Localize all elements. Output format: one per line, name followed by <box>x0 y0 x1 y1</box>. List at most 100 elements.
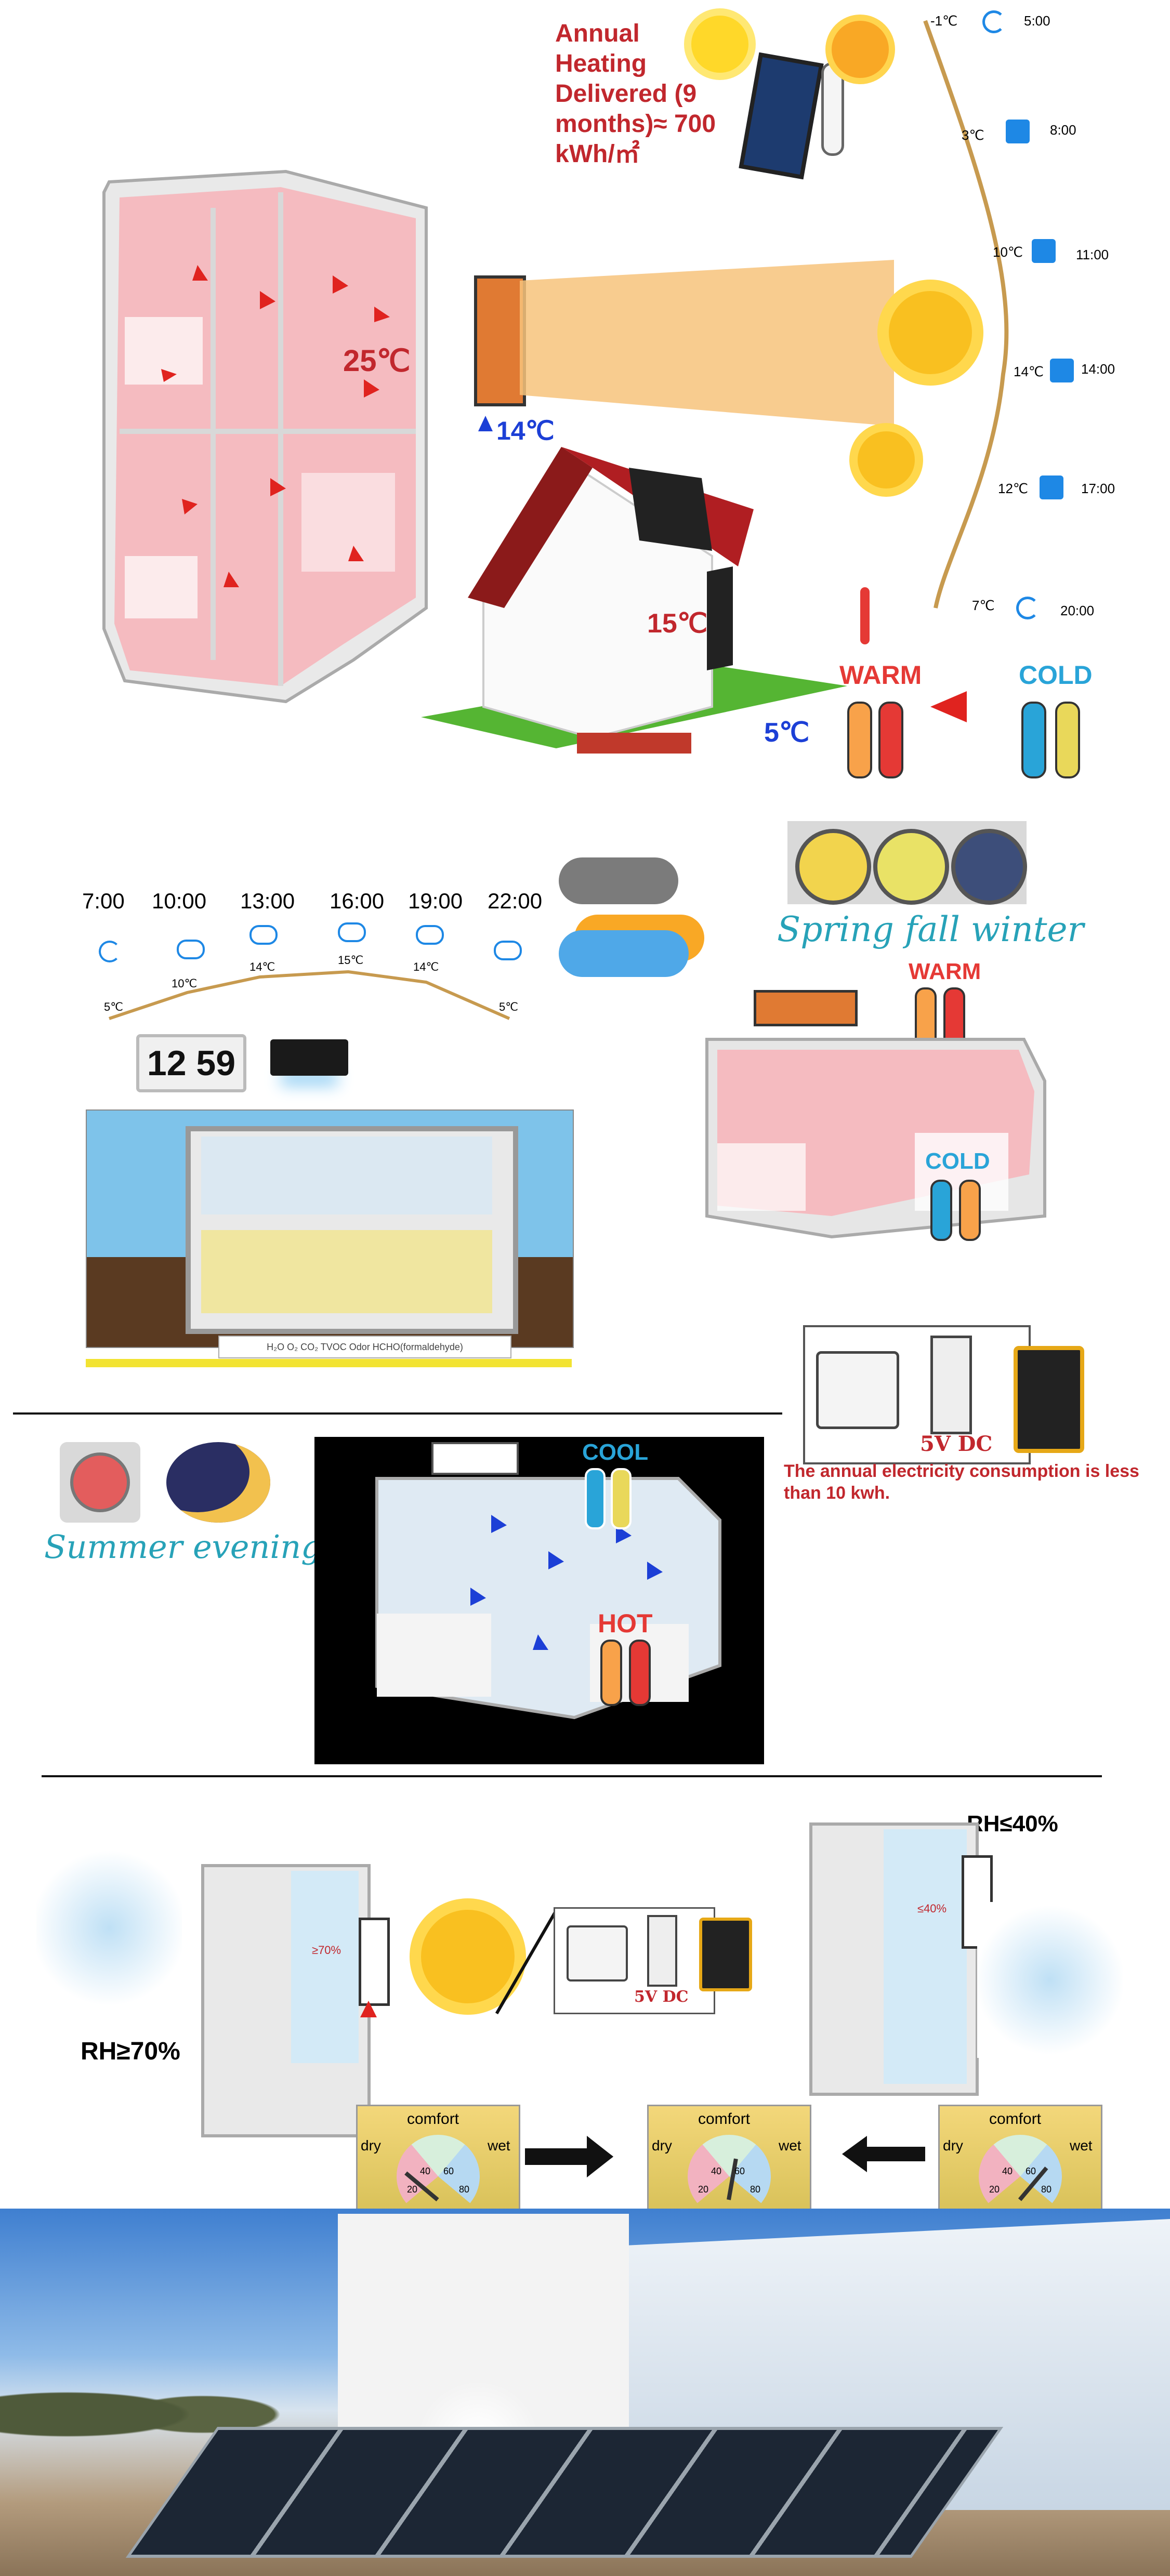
thermometer-icon <box>821 62 844 156</box>
gauge-comfort-label: comfort <box>698 2110 751 2128</box>
humid-sensor-readout: ≥70% <box>312 1944 341 1957</box>
gauge-dry-label: dry <box>652 2137 672 2154</box>
temperature-timeline-curve <box>923 20 1009 609</box>
cloud-sun-icon <box>249 925 278 945</box>
timeline-time-0: 5:00 <box>1024 13 1050 29</box>
humidity-gauge-center: comfort dry wet 20 40 60 80 <box>647 2105 811 2218</box>
dry-sensor-readout: ≤40% <box>917 1902 947 1915</box>
humidity-section: RH≥70% ≥70% 5V DC RH≤40% ≤40% comfort dr… <box>0 1782 1170 2218</box>
sun-icon <box>1032 239 1056 263</box>
timeline-temp-3: 14℃ <box>1014 364 1044 379</box>
gauge-dry-label: dry <box>943 2137 963 2154</box>
humidity-5v-label: 5V DC <box>634 1988 689 2006</box>
gauge-dial <box>979 2135 1062 2218</box>
gauge-tick-80: 80 <box>459 2184 470 2195</box>
sun-cloud-icon <box>559 930 689 977</box>
timeline-time-4: 17:00 <box>1081 481 1115 496</box>
gauge-wet-label: wet <box>1070 2137 1093 2154</box>
timeline-temp-4: 12℃ <box>998 481 1029 496</box>
spring-time-1: 10:00 <box>152 889 207 913</box>
spring-collector-unit <box>754 990 858 1026</box>
cold-label: COLD <box>1019 660 1093 690</box>
gauge-comfort-label: comfort <box>989 2110 1042 2128</box>
gauge-tick-40: 40 <box>1002 2166 1013 2176</box>
humidity-plug-icon <box>567 1925 628 1981</box>
humid-floor-plan <box>201 1864 371 2137</box>
moon-icon <box>99 941 121 962</box>
spring-temp-3: 15℃ <box>338 954 364 967</box>
summer-evening-title: Summer evening <box>44 1528 322 1566</box>
gauge-wet-label: wet <box>779 2137 801 2154</box>
summer-cool-floor-plan <box>375 1477 721 1720</box>
sun-beam <box>520 260 894 426</box>
moon-icon <box>1016 597 1039 619</box>
sun-icon <box>1006 120 1030 143</box>
cloud-sun-icon <box>338 922 366 942</box>
spring-temp-2: 14℃ <box>249 960 275 973</box>
timeline-temp-2: 10℃ <box>993 244 1023 260</box>
summer-section: Summer evening COOL HOT <box>0 1429 1170 1767</box>
annual-heating-title: Annual Heating Delivered (9 months)≈ 700… <box>555 20 716 168</box>
gauge-wet-label: wet <box>488 2137 510 2154</box>
spring-warm-label: WARM <box>909 959 981 984</box>
gauge-tick-60: 60 <box>1026 2166 1036 2176</box>
night-moon-icon <box>166 1442 270 1523</box>
spring-time-4: 19:00 <box>408 889 463 913</box>
timeline-temp-0: -1℃ <box>930 13 958 29</box>
timeline-time-3: 14:00 <box>1081 361 1115 377</box>
spring-cold-thermometer-icon-2 <box>959 1180 981 1241</box>
battery-icon <box>1014 1346 1084 1453</box>
hot-thermometer-icon-2 <box>629 1640 651 1706</box>
warm-thermometer-icon <box>847 702 872 778</box>
moon-icon <box>982 10 1005 33</box>
sun-icon <box>1040 475 1063 499</box>
ventilator-unit-icon <box>270 1039 348 1076</box>
humidity-gauge-right: comfort dry wet 20 40 60 80 <box>938 2105 1102 2218</box>
cool-label: COOL <box>582 1439 649 1465</box>
gauge-tick-20: 20 <box>407 2184 418 2195</box>
section-divider-2 <box>42 1775 1102 1777</box>
spring-temp-1: 10℃ <box>172 977 198 990</box>
cloud-sun-icon <box>416 925 444 945</box>
gauge-dry-label: dry <box>361 2137 381 2154</box>
summer-cool-icon <box>60 1442 140 1523</box>
summer-floor-plan-panel: COOL HOT <box>314 1437 764 1764</box>
fall-season-icon <box>873 829 949 905</box>
wall-solar-collector <box>474 275 526 406</box>
heated-floor-plan <box>102 169 428 704</box>
humidity-gauge-left: comfort dry wet 20 40 60 80 <box>356 2105 520 2218</box>
cold-thermometer-icon-2 <box>1055 702 1080 778</box>
humid-up-arrow-icon <box>360 2001 377 2017</box>
timeline-temp-5: 7℃ <box>972 598 995 613</box>
left-arrow-icon <box>930 691 967 722</box>
spring-temp-4: 14℃ <box>413 960 439 973</box>
power-5v-label: 5V DC <box>920 1432 993 1456</box>
left-hollow-arrow-icon <box>842 2136 925 2172</box>
humidity-outlet-icon <box>647 1915 677 1987</box>
house-outside-temperature-label: 5℃ <box>764 718 810 748</box>
gauge-tick-20: 20 <box>989 2184 1000 2195</box>
cold-thermometer-icon <box>1021 702 1046 778</box>
cool-thermometer-icon <box>585 1468 606 1529</box>
spring-time-3: 16:00 <box>330 889 385 913</box>
warm-label: WARM <box>839 660 922 690</box>
spring-cold-label: COLD <box>925 1148 990 1174</box>
spring-time-5: 22:00 <box>488 889 543 913</box>
spring-season-icon <box>795 829 871 905</box>
water-splash-left <box>36 1845 182 2011</box>
gauge-tick-40: 40 <box>420 2166 431 2176</box>
cool-thermometer-icon-2 <box>611 1468 632 1529</box>
summer-collector-unit <box>431 1442 519 1475</box>
air-quality-legend: H₂O O₂ CO₂ TVOC Odor HCHO(formaldehyde) <box>218 1336 511 1358</box>
gauge-dial <box>688 2135 771 2218</box>
section-divider-1 <box>13 1412 782 1415</box>
spring-warm-floor-plan <box>705 1038 1046 1239</box>
legend-strip <box>86 1359 572 1367</box>
intake-temperature-label: 14℃ <box>496 416 555 445</box>
spring-fall-winter-title: Spring fall winter <box>777 909 1084 949</box>
gauge-tick-20: 20 <box>698 2184 709 2195</box>
intake-up-arrow-icon <box>478 416 493 431</box>
spring-temperature-curve <box>109 970 510 1020</box>
cloud-sun-icon <box>494 941 522 960</box>
humidity-sun-icon <box>421 1910 515 2003</box>
